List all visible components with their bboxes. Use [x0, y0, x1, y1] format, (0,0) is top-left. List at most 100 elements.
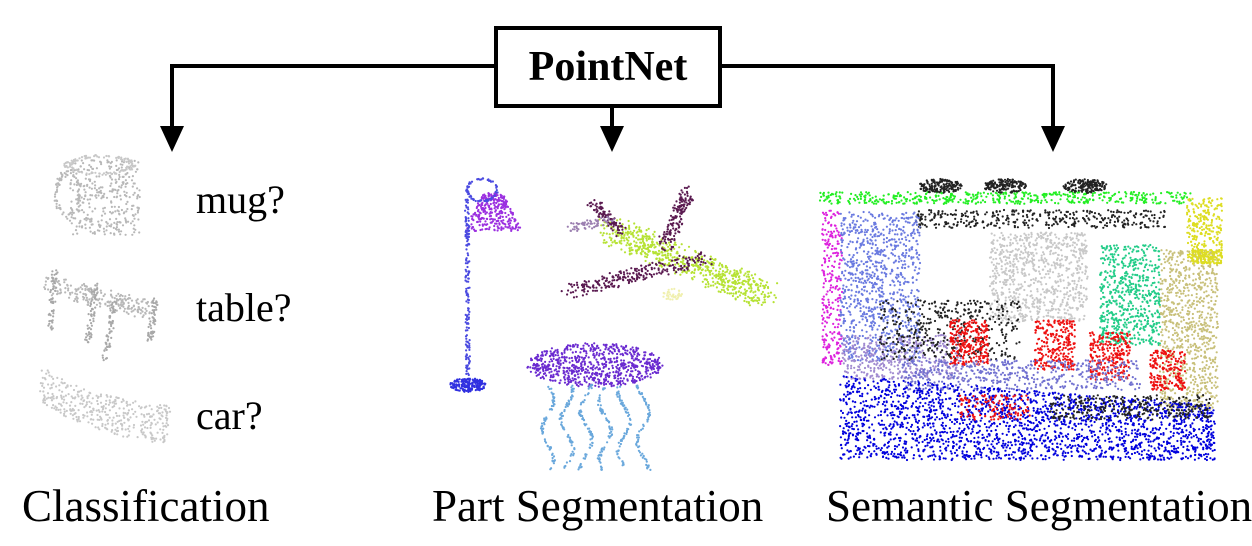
point [545, 374, 548, 377]
point [603, 239, 606, 242]
point [604, 348, 607, 351]
point [1132, 190, 1135, 194]
point [476, 202, 480, 205]
point [552, 357, 555, 360]
point [628, 374, 631, 377]
point [666, 225, 669, 228]
point [645, 368, 648, 371]
point [495, 186, 498, 189]
point [42, 399, 45, 402]
point [72, 417, 75, 420]
point [661, 262, 664, 266]
point [505, 215, 508, 218]
point [1219, 224, 1222, 227]
point [557, 354, 560, 357]
point [643, 251, 647, 254]
point [624, 366, 627, 369]
point [477, 380, 480, 383]
point [82, 282, 86, 286]
point [908, 199, 912, 202]
point [63, 412, 66, 415]
point [603, 365, 606, 368]
point [759, 278, 762, 281]
point [617, 392, 620, 395]
point [646, 269, 649, 272]
point [651, 371, 654, 375]
point [592, 352, 595, 355]
point [110, 336, 113, 339]
point [593, 226, 596, 229]
point [91, 159, 94, 162]
point [1151, 198, 1154, 201]
point [123, 193, 126, 197]
point [510, 229, 513, 232]
point [158, 407, 161, 410]
point [1058, 193, 1061, 196]
point [102, 172, 106, 175]
mug-point-cloud [53, 154, 141, 236]
point [60, 173, 63, 176]
point [602, 353, 605, 356]
point [96, 191, 99, 194]
point [962, 201, 965, 204]
point [504, 225, 507, 228]
point [1081, 196, 1084, 199]
point [128, 293, 131, 297]
point [96, 292, 99, 295]
point [149, 426, 152, 429]
point [1088, 198, 1091, 201]
point [603, 358, 606, 361]
point [1164, 202, 1167, 205]
point [55, 269, 58, 272]
point [670, 218, 673, 221]
point [1005, 202, 1009, 205]
point [74, 158, 77, 161]
point [857, 197, 860, 201]
point [642, 357, 645, 360]
point [92, 320, 95, 323]
point [682, 205, 686, 208]
point [631, 370, 634, 373]
point [1101, 199, 1104, 202]
point [926, 201, 929, 204]
point [756, 288, 760, 291]
point [610, 426, 614, 429]
point [155, 303, 158, 306]
point [476, 178, 479, 181]
point [663, 264, 666, 267]
point [990, 192, 993, 195]
point [556, 348, 559, 351]
point [747, 283, 751, 286]
point [59, 206, 62, 210]
point [727, 288, 730, 291]
point [554, 354, 557, 357]
point [51, 297, 54, 300]
point [502, 197, 505, 200]
point [645, 460, 648, 463]
point [595, 351, 599, 354]
point [547, 385, 550, 388]
point [138, 231, 141, 234]
point [72, 175, 75, 178]
point [653, 235, 656, 238]
point [863, 195, 866, 198]
point [626, 408, 629, 411]
point [51, 327, 54, 330]
point [593, 342, 596, 345]
point [598, 396, 601, 399]
point [90, 410, 93, 413]
point [124, 179, 127, 182]
point [511, 216, 514, 219]
point [659, 262, 662, 265]
point [574, 350, 578, 353]
point [621, 363, 624, 366]
point [559, 359, 562, 362]
point [155, 301, 158, 304]
point [55, 385, 58, 388]
point [588, 371, 591, 374]
point [483, 193, 486, 196]
point [667, 273, 670, 276]
point [85, 339, 88, 342]
point [599, 375, 603, 378]
point [105, 427, 108, 430]
